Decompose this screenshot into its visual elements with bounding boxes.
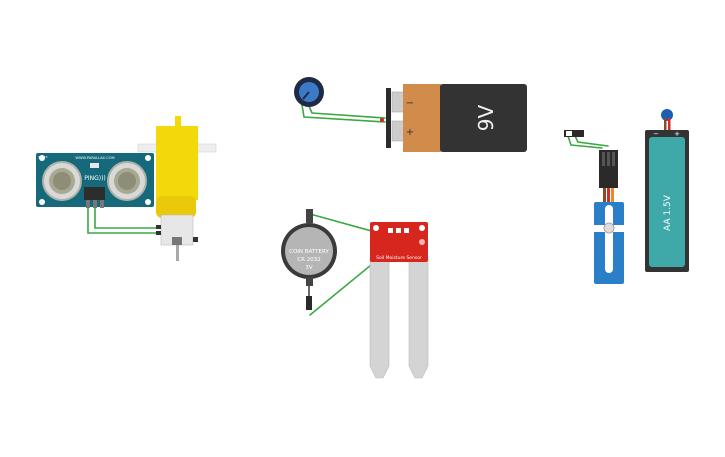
wire-switch-servo-2[interactable] [574, 135, 609, 147]
ultrasonic-chip [90, 163, 99, 168]
aa-minus: − [653, 130, 659, 138]
pin-5v[interactable] [93, 200, 97, 208]
mount-hole [39, 199, 45, 205]
battery-9v-orange [403, 84, 441, 152]
pin-gnd[interactable] [86, 200, 90, 208]
battery-9v-terminal-plus[interactable] [391, 120, 405, 142]
coin-lead-end[interactable] [306, 296, 312, 310]
soil-sensor-label: Soil Moisture Sensor [376, 255, 422, 261]
motor-lead [176, 245, 179, 261]
pot-indicator [302, 91, 310, 100]
battery-9v-terminal-minus[interactable] [391, 91, 405, 113]
wire-ultrasonic-motor-2[interactable] [94, 206, 161, 229]
dc-gear-motor[interactable] [137, 116, 217, 261]
motor-axle-top [175, 116, 181, 127]
soil-pin-gnd[interactable] [396, 228, 401, 233]
servo-wire-orange [611, 188, 614, 202]
motor-cap [172, 237, 182, 245]
soil-led [419, 239, 425, 245]
battery-9v-plus: + [406, 127, 414, 138]
battery-9v-minus: − [406, 98, 414, 109]
ultrasonic-brand: WWW.PARALLAX.COM [75, 156, 114, 160]
servo-wire-brown [603, 188, 606, 202]
aa-lead-wire-2 [668, 118, 671, 132]
aa-battery-label: AA 1.5V [663, 194, 673, 231]
coin-battery-line2: CR 2032 [297, 257, 320, 263]
aa-plus: + [674, 130, 680, 138]
motor-terminal-2[interactable] [156, 231, 161, 235]
soil-pin-sig[interactable] [404, 228, 409, 233]
aa-cell [649, 137, 685, 267]
wire-pot-9v-2[interactable] [308, 105, 386, 119]
motor-terminal-3[interactable] [193, 237, 198, 242]
coin-battery-line1: COIN BATTERY [289, 249, 329, 255]
servo-connector-pin [607, 152, 610, 166]
aa-lead-cap[interactable] [661, 109, 673, 121]
switch-lever[interactable] [566, 131, 572, 136]
potentiometer[interactable] [294, 77, 324, 107]
wire-switch-servo-1[interactable] [567, 135, 603, 149]
wire-ultrasonic-motor-1[interactable] [87, 206, 161, 234]
soil-hole [373, 225, 379, 231]
battery-9v-black [440, 84, 527, 152]
battery-9v-label: 9V [474, 104, 498, 131]
ultrasonic-rev: 28015 [38, 155, 48, 159]
transducer-right [107, 161, 147, 201]
coin-tab-top [306, 209, 313, 223]
coin-battery[interactable]: COIN BATTERY CR 2032 3V [281, 209, 337, 310]
wire-junction [380, 118, 384, 122]
aa-lead-wire [664, 118, 667, 132]
servo-horn[interactable] [605, 205, 613, 273]
coin-battery-line3: 3V [305, 265, 312, 271]
servo-connector-pin [612, 152, 615, 166]
ultrasonic-model: PING))) [84, 175, 106, 182]
soil-moisture-sensor[interactable]: Soil Moisture Sensor [369, 222, 429, 379]
mount-hole [145, 155, 151, 161]
switch-body [564, 130, 584, 137]
servo-wire-red [607, 188, 610, 202]
motor-gearbox-shade [156, 196, 196, 218]
battery-9v-clip [386, 88, 391, 148]
motor-gearbox [156, 126, 198, 200]
coin-cell-inner [285, 227, 333, 275]
soil-pin-vcc[interactable] [388, 228, 393, 233]
coin-tab-bottom [306, 277, 313, 286]
transducer-left [42, 161, 82, 201]
motor-terminal-1[interactable] [156, 225, 161, 229]
ultrasonic-header [84, 187, 105, 200]
pin-sig[interactable] [100, 200, 104, 208]
mount-hole [39, 155, 45, 161]
soil-probe-right [408, 257, 429, 379]
soil-probe-left [369, 257, 390, 379]
servo-motor[interactable] [591, 150, 627, 284]
aa-battery-holder[interactable]: − + AA 1.5V [645, 109, 689, 272]
servo-connector-pin [602, 152, 605, 166]
servo-hub [603, 222, 615, 234]
wire-pot-9v-1[interactable] [301, 104, 386, 123]
slide-switch[interactable] [564, 130, 584, 137]
battery-9v[interactable]: − + 9V [380, 84, 527, 152]
soil-hole [419, 225, 425, 231]
soil-pcb [370, 222, 428, 262]
ultrasonic-sensor[interactable]: WWW.PARALLAX.COM PING))) 28015 [36, 153, 154, 208]
mount-hole [145, 199, 151, 205]
